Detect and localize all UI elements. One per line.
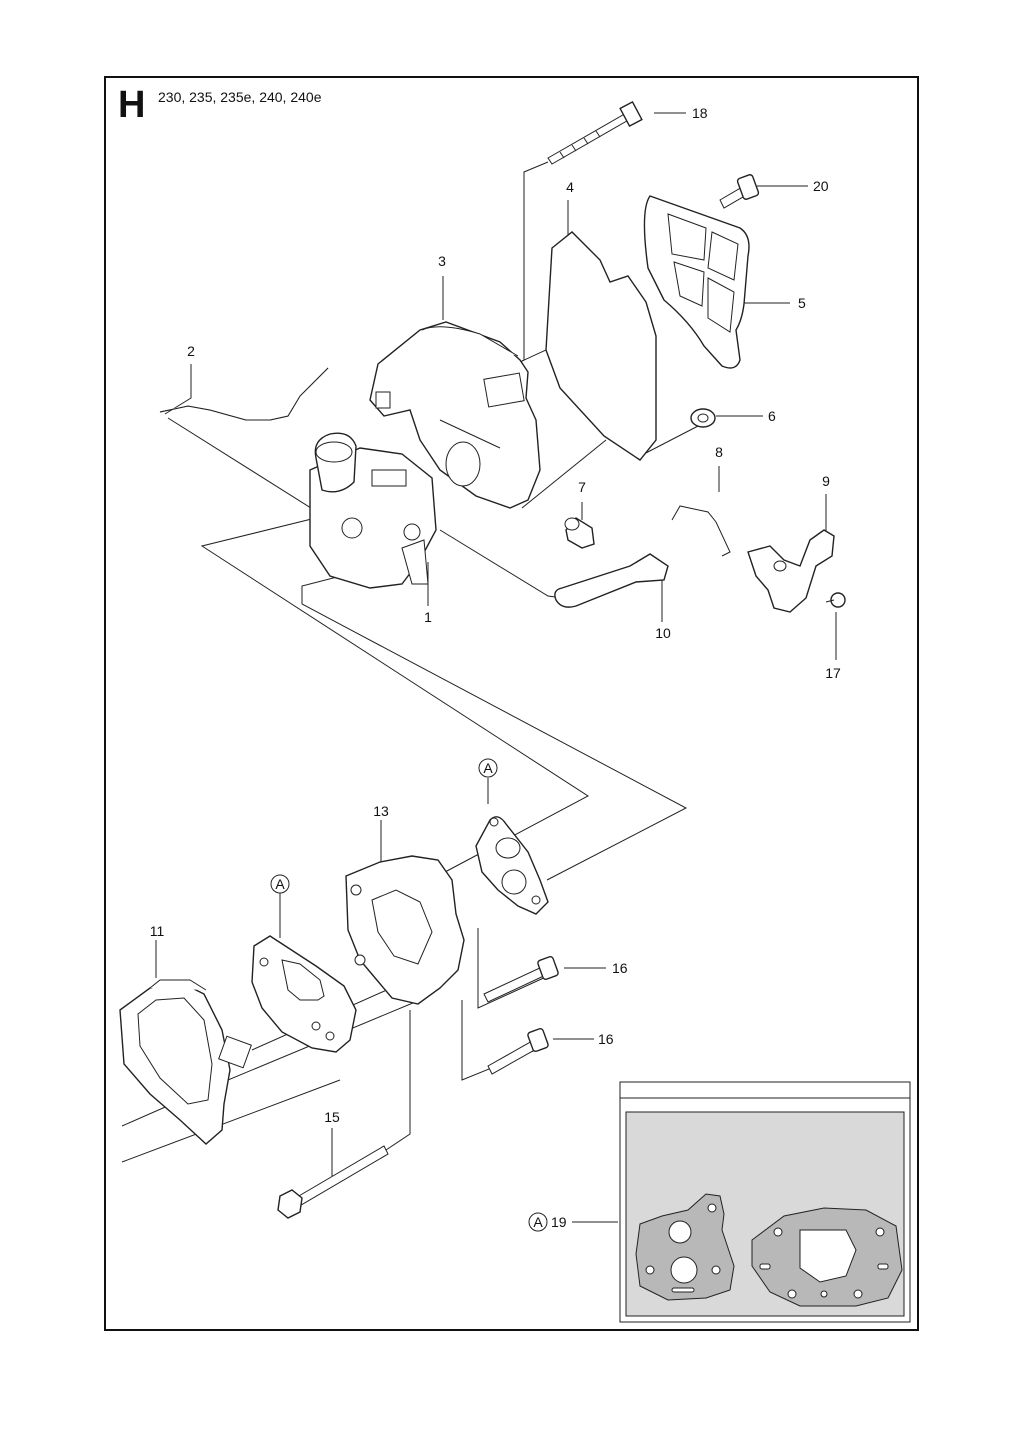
callout-17: 17 (825, 665, 841, 681)
part-13-intake-adapter (345, 855, 465, 1005)
part-gasket-small (475, 816, 549, 915)
part-9-throttle-trigger (747, 529, 835, 613)
callout-16-lower: 16 (598, 1031, 614, 1047)
part-gasket-large (251, 935, 357, 1053)
callout-2: 2 (187, 343, 195, 359)
part-20-screw (719, 174, 760, 209)
part-3-carburettor-housing (369, 321, 541, 509)
svg-text:A: A (533, 1214, 543, 1230)
diagram-frame (104, 76, 919, 1331)
svg-text:A: A (483, 760, 493, 776)
callout-19: 19 (551, 1214, 567, 1230)
part-2-choke-rod (159, 367, 329, 421)
part-6-nut (690, 408, 716, 428)
callout-16-upper: 16 (612, 960, 628, 976)
callout-8: 8 (715, 444, 723, 460)
gasket-kit-box (619, 1081, 911, 1323)
part-7-bushing (564, 517, 595, 549)
part-16-screw-upper (483, 956, 559, 1003)
kit-marker-a-middle: A (270, 874, 290, 894)
part-15-bolt (277, 1145, 389, 1219)
svg-text:A: A (275, 876, 285, 892)
section-letter: H (118, 84, 146, 126)
part-1-carburettor (309, 432, 437, 589)
part-5-air-filter-frame (643, 195, 750, 369)
part-10-lever (554, 553, 669, 608)
callout-15: 15 (324, 1109, 340, 1125)
part-4-filter-pad (545, 231, 657, 461)
callout-9: 9 (822, 473, 830, 489)
kit-marker-a-upper: A (478, 758, 498, 778)
callout-11: 11 (150, 923, 165, 939)
callout-4: 4 (566, 179, 574, 195)
callout-6: 6 (768, 408, 776, 424)
callout-7: 7 (578, 479, 586, 495)
part-16-screw-lower (487, 1028, 549, 1075)
part-17-screw (825, 592, 846, 608)
callout-18: 18 (692, 105, 708, 121)
callout-1: 1 (424, 609, 432, 625)
callout-5: 5 (798, 295, 806, 311)
part-18-screw (547, 100, 643, 165)
part-11-rubber-intake (119, 979, 252, 1145)
callout-13: 13 (373, 803, 389, 819)
model-list: 230, 235, 235e, 240, 240e (158, 89, 322, 105)
part-8-spring (671, 505, 731, 557)
callout-3: 3 (438, 253, 446, 269)
callout-10: 10 (655, 625, 671, 641)
kit-marker-a-kit: A (528, 1212, 548, 1232)
callout-20: 20 (813, 178, 829, 194)
